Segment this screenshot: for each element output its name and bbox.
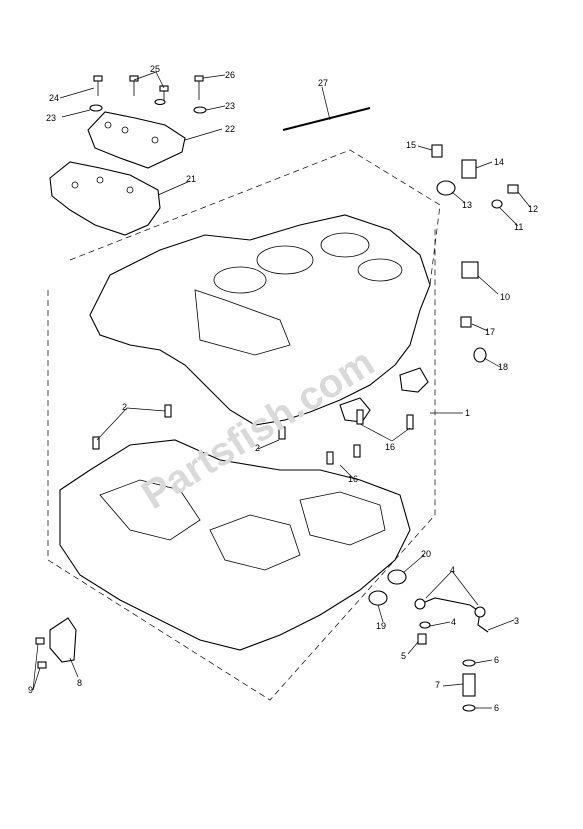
callout-18: 18 <box>498 362 508 372</box>
callout-4: 4 <box>451 617 456 627</box>
callout-3: 3 <box>514 616 519 626</box>
breather-plate-22 <box>87 111 186 169</box>
callout-25: 25 <box>150 64 160 74</box>
upper-crankcase <box>89 214 431 426</box>
callout-8: 8 <box>77 678 82 688</box>
lower-assembly-boundary <box>47 225 436 701</box>
callout-15: 15 <box>406 140 416 150</box>
callout-2: 2 <box>122 402 127 412</box>
callout-27: 27 <box>318 78 328 88</box>
lower-crankcase <box>59 439 411 651</box>
bolts-top <box>89 75 207 114</box>
callout-24: 24 <box>49 93 59 103</box>
callout-4: 4 <box>450 565 455 575</box>
gasket-plate-21 <box>49 161 161 236</box>
callout-5: 5 <box>401 651 406 661</box>
callout-10: 10 <box>500 292 510 302</box>
callout-19: 19 <box>376 621 386 631</box>
callout-11: 11 <box>514 222 523 232</box>
bracket-8 <box>49 617 77 663</box>
callout-17: 17 <box>485 327 495 337</box>
callout-21: 21 <box>186 174 196 184</box>
callout-26: 26 <box>225 70 235 80</box>
callout-6: 6 <box>494 703 499 713</box>
leader-lines <box>32 71 531 709</box>
callout-22: 22 <box>225 124 235 134</box>
callout-16: 16 <box>385 442 395 452</box>
callout-9: 9 <box>28 685 33 695</box>
callout-23: 23 <box>225 101 235 111</box>
callout-13: 13 <box>462 200 472 210</box>
oil-pipe-3 <box>419 597 489 633</box>
callout-1: 1 <box>465 408 470 418</box>
bearing-cap-16b <box>399 367 429 393</box>
bearing-cap-16a <box>339 397 371 423</box>
oil-level-rod-27 <box>282 107 371 131</box>
callout-12: 12 <box>528 204 538 214</box>
callout-2: 2 <box>255 443 260 453</box>
callout-16: 16 <box>348 474 358 484</box>
callout-7: 7 <box>435 680 440 690</box>
callout-23: 23 <box>46 113 56 123</box>
upper-assembly-boundary <box>69 149 441 286</box>
callout-20: 20 <box>421 549 431 559</box>
callout-6: 6 <box>494 655 499 665</box>
callout-14: 14 <box>494 157 504 167</box>
callout-labels: 1 2 2 3 4 4 5 6 6 7 8 9 10 11 12 13 14 1… <box>28 64 538 713</box>
